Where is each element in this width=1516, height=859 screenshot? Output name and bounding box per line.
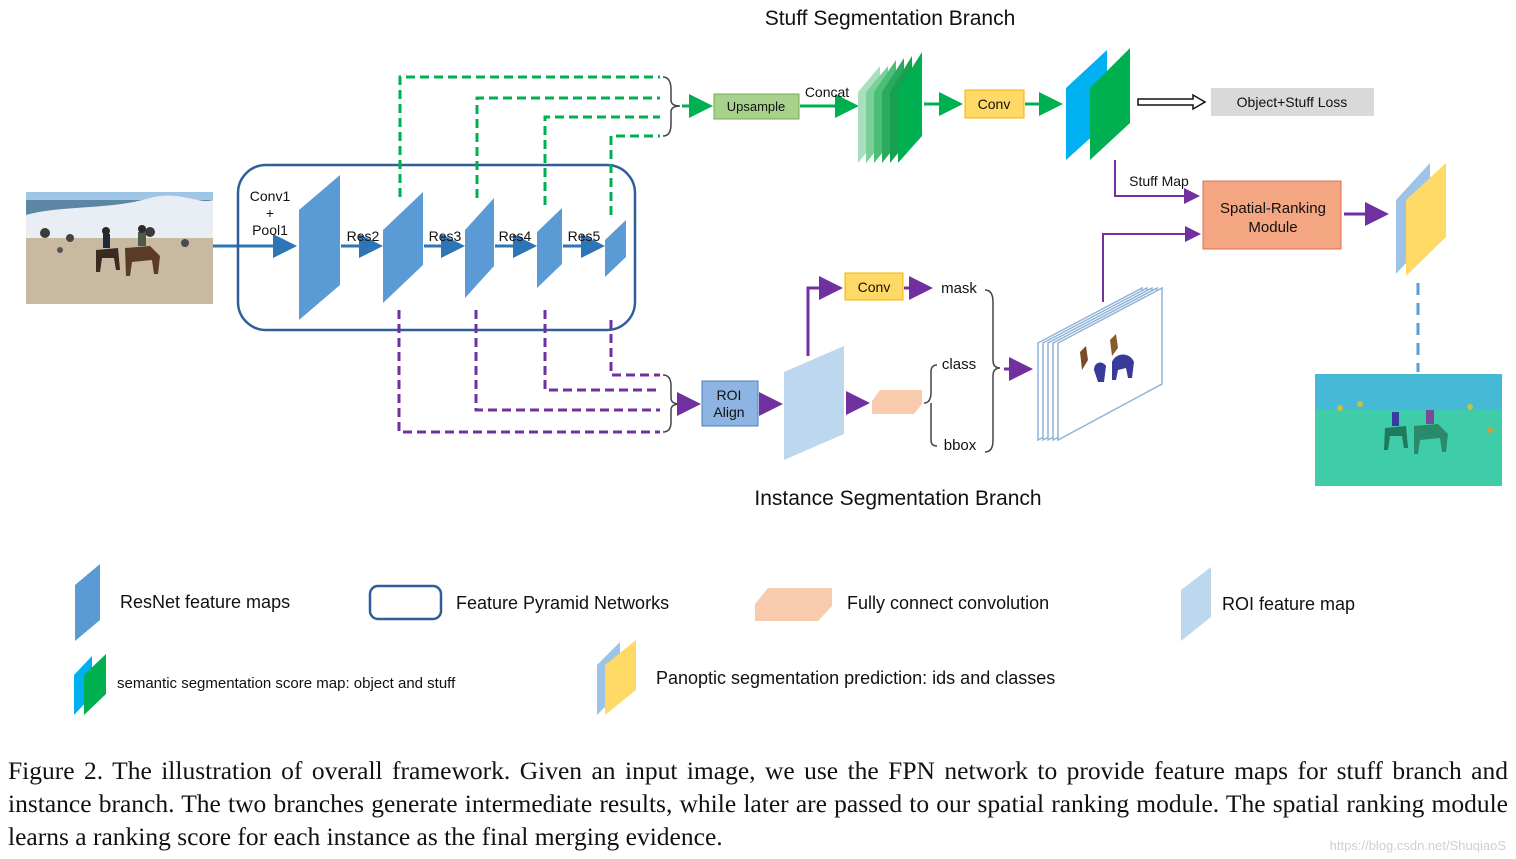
class-label: class <box>942 356 976 373</box>
roi-feature-map <box>784 346 844 460</box>
legend-semantic-icon-green <box>84 654 106 715</box>
legend-resnet-icon <box>75 564 100 641</box>
loss-box <box>1211 88 1374 116</box>
res3-label: Res3 <box>429 228 462 244</box>
legend: ResNet feature maps Feature Pyramid Netw… <box>74 564 1355 715</box>
upsample-label: Upsample <box>727 99 786 114</box>
res4-label: Res4 <box>499 228 532 244</box>
stuff-map-label: Stuff Map <box>1129 173 1189 189</box>
instance-branch-title: Instance Segmentation Branch <box>754 487 1041 510</box>
stuff-branch-connectors <box>398 75 660 215</box>
legend-panoptic-label: Panoptic segmentation prediction: ids an… <box>656 668 1055 688</box>
bbox-label: bbox <box>944 437 977 454</box>
conv1-label-line1: Conv1 <box>250 188 291 204</box>
stuff-conv-label: Conv <box>978 96 1011 112</box>
fpn-box <box>236 163 637 332</box>
semantic-score-map-green <box>1090 48 1130 160</box>
legend-fpn-label: Feature Pyramid Networks <box>456 593 669 613</box>
roi-align-label-line1: ROI <box>717 387 742 403</box>
stuff-branch-title: Stuff Segmentation Branch <box>765 7 1016 30</box>
resnet-feature-map-c4 <box>537 208 562 288</box>
spatial-ranking-label-line1: Spatial-Ranking <box>1220 200 1326 217</box>
legend-fc-label: Fully connect convolution <box>847 593 1049 613</box>
legend-panoptic-icon-yellow <box>605 640 636 715</box>
legend-roi-icon <box>1181 567 1211 641</box>
legend-resnet-label: ResNet feature maps <box>120 592 290 612</box>
resnet-feature-map-c3 <box>465 198 494 298</box>
conv1-label-line3: Pool1 <box>252 222 288 238</box>
instance-conv-box <box>844 272 904 301</box>
instance-mask-shapes <box>1080 334 1134 382</box>
resnet-feature-map-c1 <box>299 175 340 320</box>
stuff-conv-box <box>964 89 1025 119</box>
instance-conv-label: Conv <box>858 279 891 295</box>
fc-layer <box>872 390 922 414</box>
loss-label: Object+Stuff Loss <box>1237 94 1348 110</box>
res5-label: Res5 <box>568 228 601 244</box>
roi-align-box <box>701 380 759 427</box>
concat-label: Concat <box>805 84 849 100</box>
res2-label: Res2 <box>347 228 380 244</box>
resnet-feature-map-c2 <box>383 192 423 303</box>
concat-feature-stack <box>858 52 922 163</box>
output-image <box>1315 374 1502 486</box>
stuff-map-connector <box>1114 160 1200 204</box>
panoptic-prediction-yellow <box>1406 163 1446 276</box>
semantic-score-map-cyan <box>1066 50 1107 160</box>
figure-caption: Figure 2. The illustration of overall fr… <box>8 756 1508 851</box>
conv1-label-line2: + <box>266 205 274 221</box>
loss-arrow <box>1137 93 1207 111</box>
upsample-box <box>713 93 800 120</box>
framework-diagram: Stuff Segmentation Branch Instance Segme… <box>26 7 1502 715</box>
legend-fpn-icon <box>368 584 443 621</box>
mask-label: mask <box>941 280 977 297</box>
spatial-ranking-label-line2: Module <box>1248 219 1297 236</box>
input-image <box>26 192 213 304</box>
resnet-feature-map-c5 <box>605 220 626 277</box>
spatial-ranking-module <box>1202 180 1342 250</box>
watermark: https://blog.csdn.net/ShuqiaoS <box>1329 838 1506 853</box>
legend-semantic-label: semantic segmentation score map: object … <box>117 675 456 692</box>
instance-branch-connectors <box>397 310 660 434</box>
roi-align-label-line2: Align <box>713 404 744 420</box>
legend-roi-label: ROI feature map <box>1222 594 1355 614</box>
legend-fc-icon <box>755 588 832 621</box>
